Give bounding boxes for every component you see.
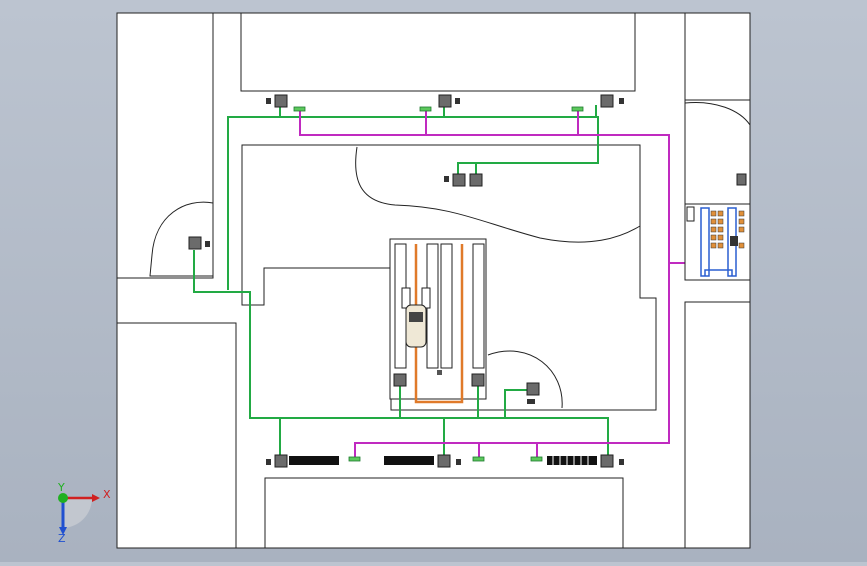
network-switch-icon: [188, 94, 747, 468]
switch-center-2: [469, 173, 483, 187]
door-swing-left: [149, 201, 214, 277]
switch-door: [526, 382, 540, 396]
rack-3: [440, 243, 453, 369]
rack-4: [472, 243, 485, 369]
switch-bottom-3: [600, 454, 614, 468]
walls: [117, 12, 751, 549]
switch-left: [188, 236, 202, 250]
right-lower-room: [684, 301, 750, 548]
switch-cabinet: [736, 173, 747, 186]
rail-sensor: [437, 370, 442, 375]
door-swing-right: [684, 101, 751, 126]
switch-bottom-1: [274, 454, 288, 468]
small-markers: [205, 98, 624, 465]
agv-forklift-icon: [401, 287, 431, 348]
green-cable-network: [193, 105, 609, 458]
left-lower-room: [117, 322, 237, 548]
switch-top-1: [274, 94, 288, 108]
top-storage-room: [240, 12, 636, 92]
bottom-storage-room: [264, 477, 624, 549]
axis-z-label: Z: [58, 532, 66, 545]
axis-y-label: Y: [57, 481, 65, 494]
switch-top-3: [600, 94, 614, 108]
switch-center-1: [452, 173, 466, 187]
bottom-equipment: [289, 456, 597, 465]
switch-rack-1: [393, 373, 407, 387]
central-work-zone: [241, 144, 657, 411]
electrical-cabinet-icon: [684, 203, 751, 281]
switch-top-2: [438, 94, 452, 108]
rack-area: [389, 238, 487, 404]
switch-bottom-2: [437, 454, 451, 468]
door-swing-center: [487, 350, 563, 409]
zone-curve: [355, 146, 641, 243]
switch-rack-2: [471, 373, 485, 387]
axis-x-label: X: [103, 488, 111, 501]
axis-triad-icon: X Y Z: [57, 481, 111, 545]
left-upper-room: [117, 13, 214, 279]
